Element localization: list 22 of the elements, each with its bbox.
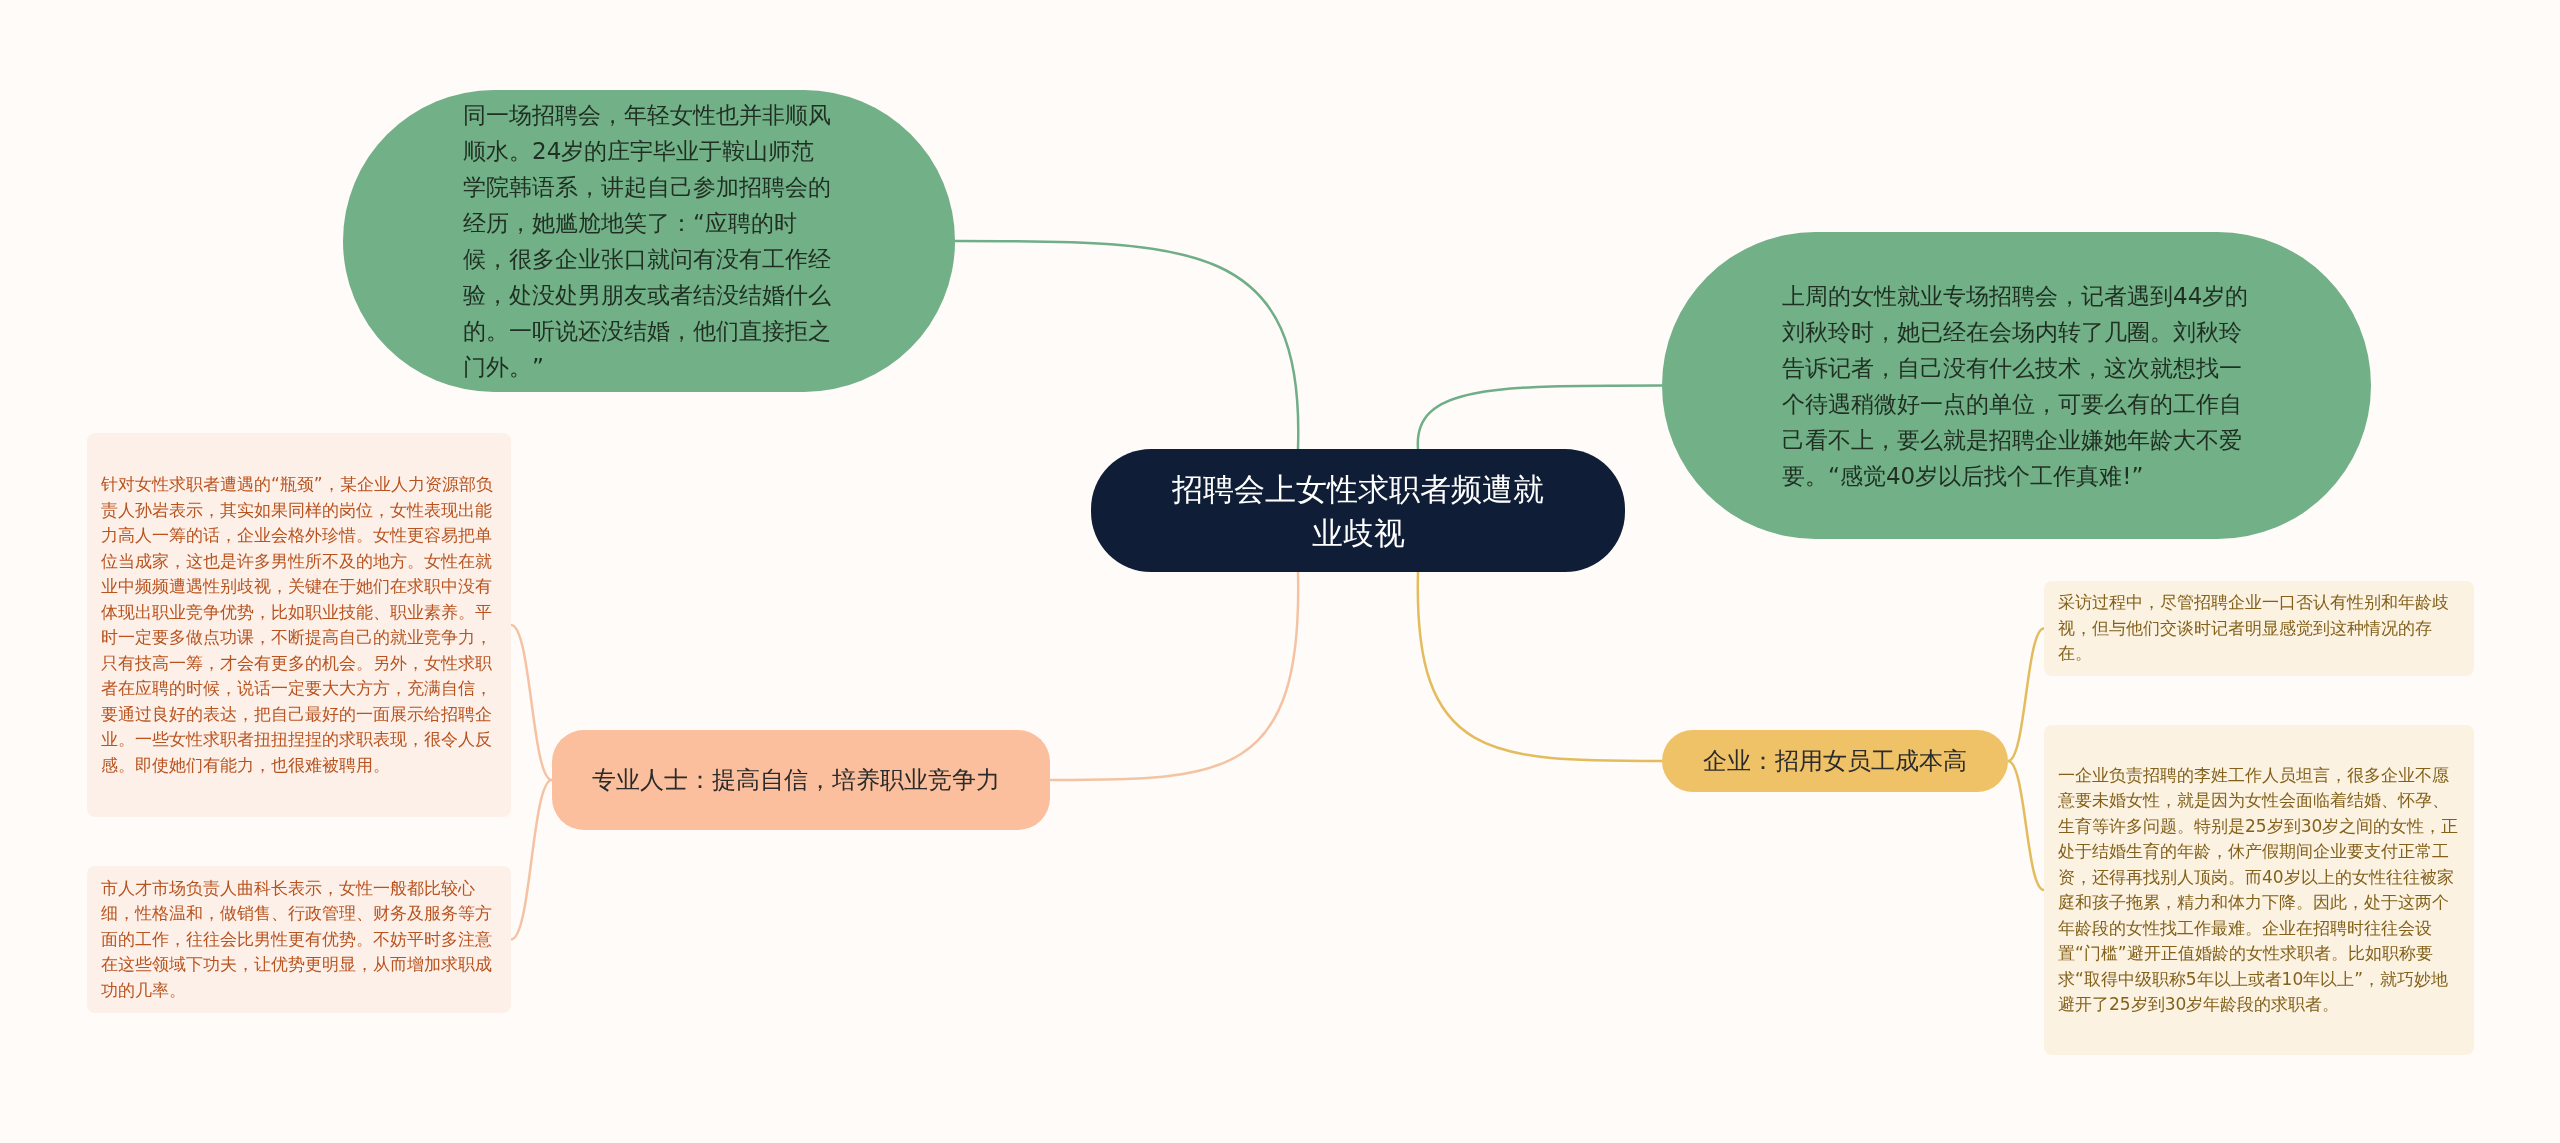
branch-topic bbox=[552, 730, 1050, 830]
node-text: 针对女性求职者遭遇的“瓶颈”，某企业人力资源部负责人孙岩表示，其实如果同样的岗位，女性表现出能力高人一筹的话，企业会格外珍惜。女性更容易把单位当成家，这也是许多男性所不及的地方。女性在就业中频频遭遇性别歧视，关键在于她们在求职中没有体现出职业竞争优势，比如职业技能、职业素养。平时一定要多做点功课，不断提高自己的就业竞争力，只有技高一筹，才会有更多的机会。另外，女性求职者在应聘的时候，说话一定要大大方方，充满自信，要通过良好的表达，把自己最好的一面展示给招聘企业。一些女性求职者扭扭捏捏的求职表现，很令人反感。即使她们有能力，也很难被聘用。 bbox=[101, 473, 494, 777]
connector-line bbox=[1416, 384, 1662, 450]
node-text: 企业：招用女员工成本高 bbox=[1703, 745, 1967, 777]
connector-line bbox=[510, 623, 553, 782]
connector-line bbox=[1416, 572, 1662, 763]
connector-line bbox=[1050, 572, 1300, 782]
note-card bbox=[2044, 581, 2474, 676]
connector-line bbox=[955, 239, 1300, 449]
node-text: 一企业负责招聘的李姓工作人员坦言，很多企业不愿意要未婚女性，就是因为女性会面临着结婚、怀孕、生育等许多问题。特别是25岁到30岁之间的女性，正处于结婚生育的年龄，休产假期间企业要支付正常工资，还得再找别人顶岗。而40岁以上的女性往往被家庭和孩子拖累，精力和体力下降。因此，处于这两个年龄段的女性找工作最难。企业在招聘时往往会设置“门槛”避开正值婚龄的女性求职者。比如职称要求“取得中级职称5年以上或者10年以上”，就巧妙地避开了25岁到30岁年龄段的求职者。 bbox=[2058, 763, 2460, 1016]
node-text: 同一场招聘会，年轻女性也并非顺风顺水。24岁的庄宇毕业于鞍山师范学院韩语系，讲起自己参加招聘会的经历，她尴尬地笑了：“应聘的时候，很多企业张口就问有没有工作经验，处没处男朋友或者结没结婚什么的。一听说还没结婚，他们直接拒之门外。” bbox=[463, 101, 832, 382]
note-card bbox=[2044, 725, 2474, 1055]
node-text: 市人才市场负责人曲科长表示，女性一般都比较心细，性格温和，做销售、行政管理、财务及服务等方面的工作，往往会比男性更有优势。不妨平时多注意在这些领域下功夫，让优势更明显，从而增加求职成功的几率。 bbox=[101, 876, 493, 1002]
note-card bbox=[87, 866, 511, 1013]
connector-line bbox=[2007, 759, 2045, 892]
node-text: 招聘会上女性求职者频遭就业歧视 bbox=[1171, 469, 1545, 553]
note-card bbox=[87, 433, 511, 817]
connector-line bbox=[2007, 627, 2045, 763]
node-text: 上周的女性就业专场招聘会，记者遇到44岁的刘秋玲时，她已经在会场内转了几圈。刘秋玲告诉记者，自己没有什么技术，这次就想找一个待遇稍微好一点的单位，可要么有的工作自己看不上，要么就是招聘企业嫌她年龄大不爱要。“感觉40岁以后找个工作真难!” bbox=[1782, 281, 2250, 491]
node-text: 专业人士：提高自信，培养职业竞争力 bbox=[592, 764, 1000, 796]
node-text: 采访过程中，尽管招聘企业一口否认有性别和年龄歧视，但与他们交谈时记者明显感觉到这种情况的存在。 bbox=[2058, 591, 2450, 666]
connector-line bbox=[510, 778, 553, 941]
